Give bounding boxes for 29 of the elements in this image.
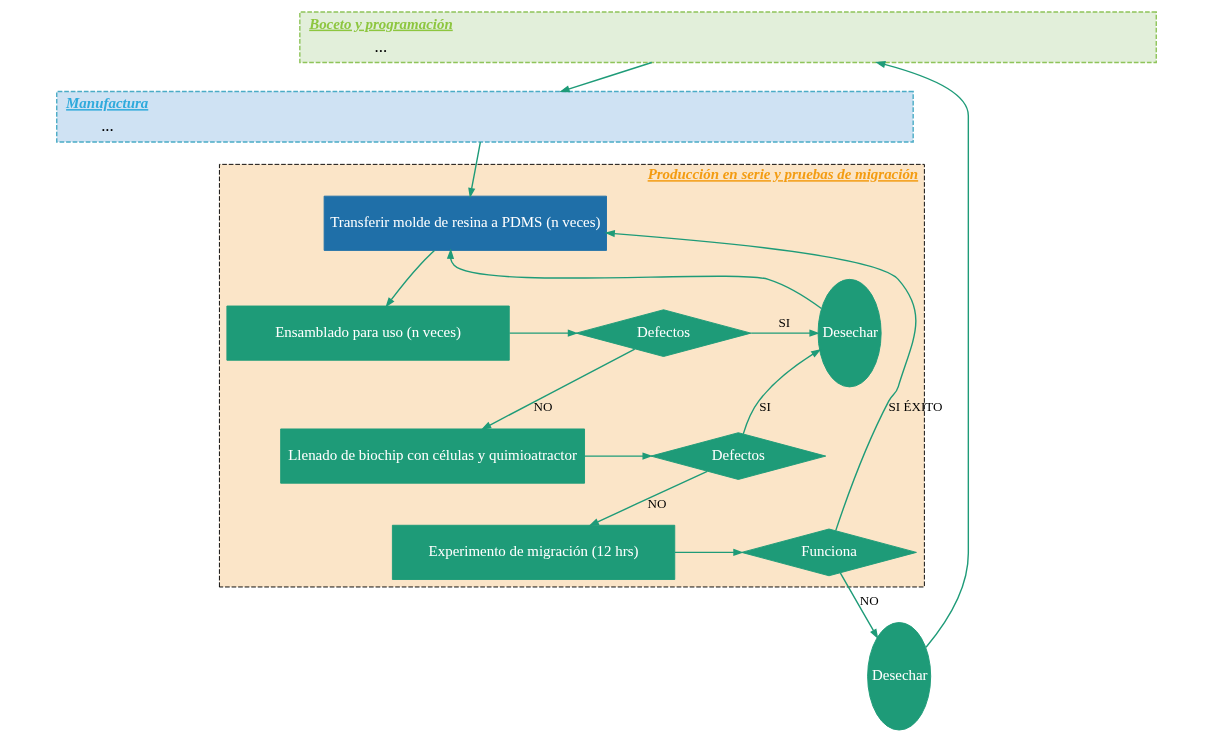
edge-label: NO <box>859 592 879 608</box>
node-diamond: Funciona <box>740 528 917 577</box>
arrow <box>588 470 708 527</box>
arrow <box>673 548 744 556</box>
edge-label: NO <box>647 495 666 511</box>
arrow <box>384 249 435 308</box>
arrow <box>558 61 652 93</box>
arrow <box>874 61 969 648</box>
arrow <box>480 348 635 430</box>
edge-label: NO <box>532 399 552 415</box>
arrow <box>467 141 481 199</box>
arrow <box>604 230 917 532</box>
arrow <box>742 349 821 435</box>
node-diamond: Defectos <box>649 432 826 480</box>
node-box: Experimento de migración (12 hrs) <box>391 524 675 580</box>
node-ellipse: Desechar <box>817 278 882 388</box>
arrow <box>583 452 653 460</box>
arrow <box>446 248 822 310</box>
node-box: Transferir molde de resina a PDMS (n veces) <box>323 195 607 251</box>
node-box: Llenado de biochip con células y quimioatractor <box>279 428 585 484</box>
node-box: Boceto y programación ... <box>298 11 1157 64</box>
node-box: Manufactura ... <box>55 90 914 143</box>
edge-label: SI <box>758 399 771 415</box>
node-box: Ensamblado para uso (n veces) <box>225 305 510 361</box>
arrow <box>749 329 820 337</box>
node-diamond: Defectos <box>575 309 751 357</box>
edge-label: SI <box>778 314 790 330</box>
arrow <box>508 329 578 337</box>
edge-label: SI ÉXITO <box>888 399 942 415</box>
